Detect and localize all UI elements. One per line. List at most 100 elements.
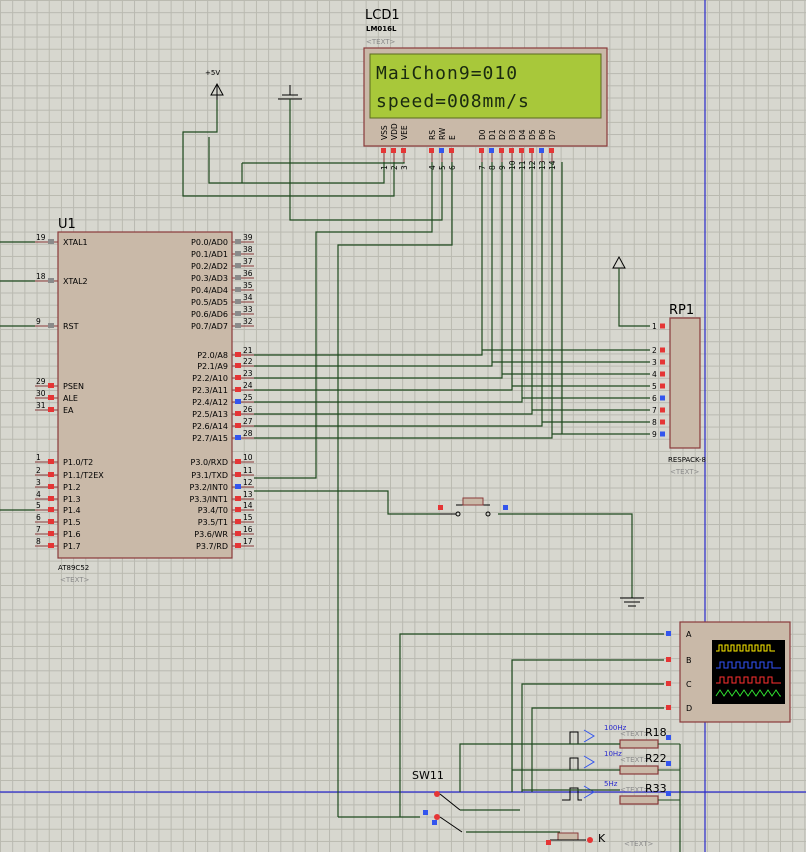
mcu-right-pin-marker <box>235 531 241 536</box>
wire-vcc-vdd <box>182 100 395 197</box>
mcu-left-pin-marker <box>48 383 54 388</box>
mcu-right-pin-number: 16 <box>243 525 253 534</box>
mcu-left-pin-number: 30 <box>36 389 46 398</box>
mcu-right-pin-name: P2.0/A8 <box>197 351 228 360</box>
signal-source-r18[interactable]: 100Hz<TEXT>R18 <box>562 724 680 749</box>
button-pin-right <box>503 505 508 510</box>
rp1-pin-number: 3 <box>652 358 657 367</box>
lcd-pin-name: D6 <box>538 129 547 140</box>
button-right-contact <box>485 511 491 517</box>
mcu-right-pin-marker <box>235 519 241 524</box>
rp1-pin-number: 8 <box>652 418 657 427</box>
mcu-left-pin-number: 31 <box>36 401 46 410</box>
mcu-right-pin-number: 25 <box>243 393 253 402</box>
wire-d7 <box>254 162 553 439</box>
resistor-body <box>619 739 659 749</box>
resistor-pin <box>666 761 671 766</box>
sw11-contact-2 <box>434 814 440 820</box>
push-button[interactable] <box>438 497 508 517</box>
pulse-icon <box>562 787 582 801</box>
mcu-left-pin-number: 2 <box>36 466 41 475</box>
vcc-terminal[interactable]: +5V <box>205 69 224 100</box>
mcu-right-pin-number: 17 <box>243 537 253 546</box>
mcu-component[interactable]: U1 AT89C52 <TEXT> 19XTAL118XTAL29RST29PS… <box>35 217 254 584</box>
source-frequency: 10Hz <box>604 750 622 758</box>
source-resistor-ref: R18 <box>645 726 667 739</box>
scope-channel-c: C <box>686 680 692 689</box>
mcu-left-pin-name: RST <box>63 322 79 331</box>
mcu-right-pin-number: 28 <box>243 429 253 438</box>
wire-d5 <box>254 162 533 415</box>
lcd-pin-name: VEE <box>400 125 409 140</box>
rp1-body <box>669 317 701 449</box>
mcu-left-pin-marker <box>48 278 54 283</box>
mcu-left-pin-marker <box>48 395 54 400</box>
lcd-pin-name: RS <box>428 130 437 140</box>
wire-gnd-rw <box>289 99 443 221</box>
mcu-right-pin-marker <box>235 459 241 464</box>
sw11-lever-1 <box>439 793 461 811</box>
mcu-left-pin-name: PSEN <box>63 382 84 391</box>
mcu-right-pin-name: P2.3/A11 <box>192 386 228 395</box>
mcu-left-pin-number: 8 <box>36 537 41 546</box>
source-text-tag: <TEXT> <box>620 756 650 764</box>
sw11-ref: SW11 <box>412 769 444 782</box>
lcd-pin-name: E <box>448 135 457 140</box>
mcu-right-pin-name: P2.1/A9 <box>197 362 228 371</box>
mcu-left-pin-number: 7 <box>36 525 41 534</box>
rp1-pin-number: 4 <box>652 370 657 379</box>
mcu-left-pin-name: P1.2 <box>63 483 81 492</box>
mcu-right-pin-name: P0.2/AD2 <box>191 262 228 271</box>
mcu-right-pin-marker <box>235 375 241 380</box>
source-frequency: 5Hz <box>604 780 618 788</box>
lcd-component[interactable]: LCD1 LM016L <TEXT> MaiChon9=010 speed=00… <box>363 8 608 170</box>
scope-pin-marker <box>666 681 671 686</box>
wire-scope-a <box>399 633 664 817</box>
rp1-pin-marker <box>660 431 665 437</box>
wire-p3-3-button <box>254 490 440 515</box>
rp1-pin-number: 1 <box>652 322 657 331</box>
source-resistor-ref: R33 <box>645 782 667 795</box>
mcu-right-pin-name: P0.6/AD6 <box>191 310 228 319</box>
rp1-pin-marker <box>660 323 665 329</box>
lcd-pin-name: D7 <box>548 129 557 140</box>
wire-d2 <box>254 162 503 379</box>
lcd-pin-marker <box>509 148 514 153</box>
scope-trace-b <box>716 661 781 669</box>
mcu-right-pin-marker <box>235 543 241 548</box>
button-left-contact <box>455 511 461 517</box>
mcu-right-pin-name: P3.4/T0 <box>198 506 228 515</box>
k-button[interactable]: K <TEXT> <box>546 832 654 848</box>
mcu-right-pin-name: P3.7/RD <box>196 542 228 551</box>
lcd-pin-marker <box>429 148 434 153</box>
lcd-pin-name: D5 <box>528 129 537 140</box>
rp1-pin-number: 6 <box>652 394 657 403</box>
mcu-right-pin-number: 36 <box>243 269 253 278</box>
vcc-terminal-rp1[interactable] <box>612 255 626 269</box>
source-frequency: 100Hz <box>604 724 627 732</box>
mcu-left-pin-number: 18 <box>36 272 46 281</box>
ground-terminal-button[interactable] <box>620 597 644 607</box>
mcu-right-pin-marker <box>235 423 241 428</box>
mcu-right-pin-number: 10 <box>243 453 253 462</box>
rp1-pin-number: 5 <box>652 382 657 391</box>
arrow-icon <box>583 729 595 743</box>
wire-rp-common <box>618 268 650 327</box>
lcd-pin-marker <box>401 148 406 153</box>
mcu-right-pin-marker <box>235 387 241 392</box>
ground-terminal-top[interactable] <box>278 85 302 100</box>
lcd-pin-marker <box>489 148 494 153</box>
signal-source-r33[interactable]: 5Hz<TEXT>R33 <box>562 780 680 805</box>
lcd-pin-name: D3 <box>508 129 517 140</box>
scope-trace-d <box>715 689 781 697</box>
mcu-right-pin-number: 33 <box>243 305 253 314</box>
sw11-switch[interactable]: SW11 <box>412 769 463 833</box>
rp1-pin-marker <box>660 347 665 353</box>
